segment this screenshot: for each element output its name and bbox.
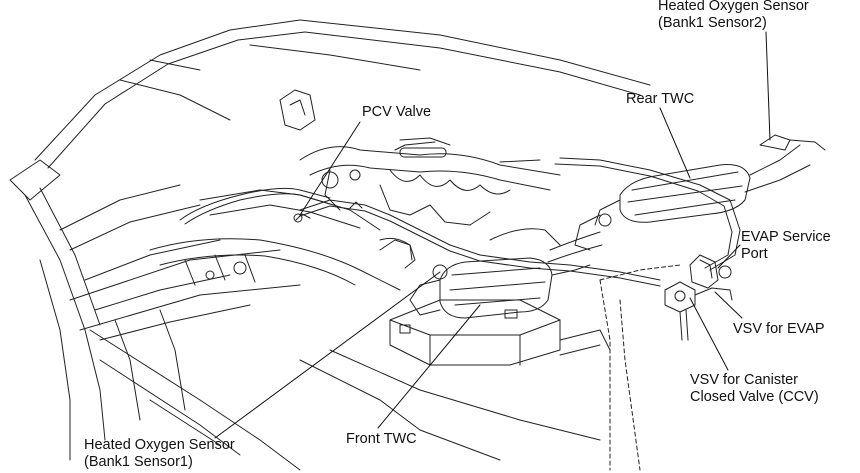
evap-lines [179, 157, 741, 287]
radiator-support [39, 249, 301, 461]
label-ho2s-bank1-sensor2: Heated Oxygen Sensor (Bank1 Sensor2) [658, 0, 809, 32]
exhaust-pipes [489, 228, 603, 263]
label-ho2s-sensor1-line1: Heated Oxygen Sensor [84, 437, 235, 453]
label-evap-service-port: EVAP Service Port [741, 229, 831, 263]
label-evap-service-port-line1: EVAP Service [741, 229, 831, 245]
fender-outline [9, 159, 251, 441]
intake-manifold [299, 137, 561, 226]
label-ho2s-sensor1-line2: (Bank1 Sensor1) [84, 454, 193, 470]
leader-evap-service-port [717, 244, 741, 269]
label-vsv-for-ccv: VSV for Canister Closed Valve (CCV) [690, 372, 819, 406]
label-vsv-for-ccv-line1: VSV for Canister [690, 372, 798, 388]
evap-valves [664, 254, 733, 341]
battery-area [389, 299, 611, 366]
leader-ho2s-sensor1 [214, 271, 441, 439]
label-rear-twc-text: Rear TWC [626, 91, 695, 107]
label-vsv-for-ccv-line2: Closed Valve (CCV) [690, 389, 819, 405]
label-rear-twc: Rear TWC [626, 91, 694, 108]
leader-pcv-valve [299, 121, 361, 216]
hood-outline [34, 19, 651, 169]
label-front-twc: Front TWC [346, 431, 417, 448]
bumper-outline [89, 329, 601, 471]
label-pcv-valve: PCV Valve [362, 104, 431, 121]
label-evap-service-port-line2: Port [741, 246, 768, 262]
front-twc-body [379, 239, 591, 319]
label-front-twc-text: Front TWC [346, 431, 417, 447]
label-ho2s-bank1-sensor1: Heated Oxygen Sensor (Bank1 Sensor1) [84, 437, 235, 471]
leader-vsv-evap [714, 291, 743, 319]
label-pcv-valve-text: PCV Valve [362, 104, 432, 120]
leader-rear-twc [659, 107, 691, 179]
label-vsv-for-evap-text: VSV for EVAP [733, 321, 825, 337]
leader-ho2s-sensor2 [765, 31, 771, 141]
leader-front-twc [377, 304, 481, 429]
leader-lines [214, 31, 771, 439]
label-ho2s-sensor2-line1: Heated Oxygen Sensor [658, 0, 809, 14]
label-ho2s-sensor2-line2: (Bank1 Sensor2) [658, 15, 767, 31]
leader-vsv-ccv [689, 297, 729, 371]
dashed-outline [599, 264, 681, 471]
label-vsv-for-evap: VSV for EVAP [733, 321, 825, 338]
